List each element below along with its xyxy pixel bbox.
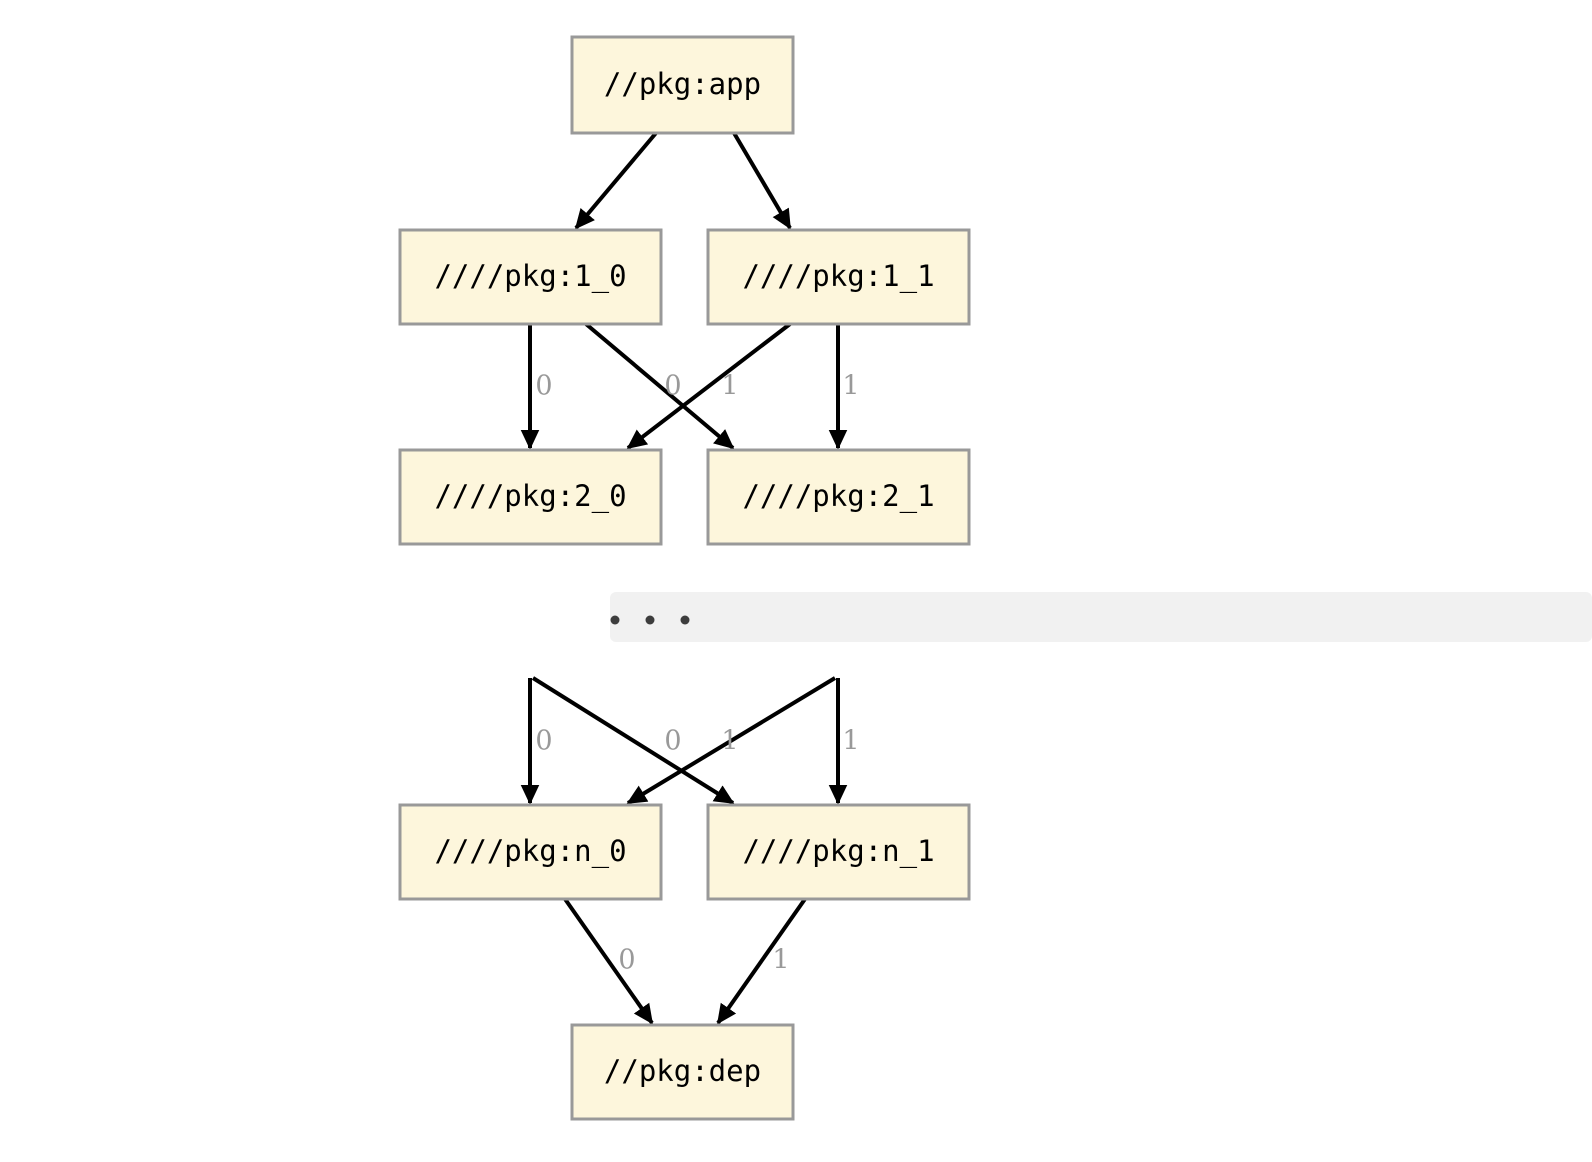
edge-label: 0: [535, 726, 552, 757]
nodes-group: //pkg:app ////pkg:1_0 ////pkg:1_1 ////pkg:2…: [398, 35, 971, 1121]
node-ln_1[interactable]: ////pkg:n_1: [706, 803, 971, 901]
edge-label: 1: [721, 371, 738, 402]
edge-app-to-1_0: [574, 131, 658, 230]
truncation-dot: [645, 615, 655, 625]
node-l1_1[interactable]: ////pkg:1_1: [706, 228, 971, 326]
truncation-dot: [680, 615, 690, 625]
node-app[interactable]: //pkg:app: [570, 35, 795, 135]
node-label: //pkg:app: [604, 67, 761, 101]
truncation-band: [610, 592, 1592, 642]
node-label: ////pkg:1_1: [742, 259, 934, 294]
edge-label: 1: [772, 945, 789, 976]
node-ln_0[interactable]: ////pkg:n_0: [398, 803, 663, 901]
node-label: ////pkg:n_1: [742, 834, 934, 869]
node-box[interactable]: [398, 448, 663, 546]
truncation-dot: [610, 615, 620, 625]
node-label: ////pkg:2_0: [434, 479, 626, 514]
edge-label: 0: [664, 371, 681, 402]
edges-group: [520, 131, 848, 1025]
node-box[interactable]: [706, 448, 971, 546]
node-box[interactable]: [706, 228, 971, 326]
node-box[interactable]: [570, 1023, 795, 1121]
separator-group: [610, 592, 1592, 642]
node-dep[interactable]: //pkg:dep: [570, 1023, 795, 1121]
node-l2_1[interactable]: ////pkg:2_1: [706, 448, 971, 546]
edge-label: 0: [664, 726, 681, 757]
edge-n_0-in-1: [626, 676, 837, 805]
edge-1_1-to-2_0: [626, 322, 792, 450]
node-label: ////pkg:2_1: [742, 479, 934, 514]
node-l2_0[interactable]: ////pkg:2_0: [398, 448, 663, 546]
edge-1_0-to-2_1: [584, 322, 735, 450]
edge-n_0-to-dep: [563, 897, 654, 1025]
node-box[interactable]: [570, 35, 795, 135]
edge-n_1-in-0: [531, 676, 735, 805]
node-label: ////pkg:n_0: [434, 834, 626, 869]
edge-labels-group: 0 0 1 1 0 0 1 1 0 1: [535, 371, 859, 976]
edge-n_1-to-dep: [716, 897, 807, 1025]
edge-label: 0: [535, 371, 552, 402]
node-box[interactable]: [706, 803, 971, 901]
node-l1_0[interactable]: ////pkg:1_0: [398, 228, 663, 326]
node-box[interactable]: [398, 803, 663, 901]
edge-label: 1: [842, 726, 859, 757]
node-box[interactable]: [398, 228, 663, 326]
edge-label: 0: [618, 945, 635, 976]
node-label: ////pkg:1_0: [434, 259, 626, 294]
edge-app-to-1_1: [732, 131, 792, 230]
node-label: //pkg:dep: [604, 1054, 761, 1088]
edge-label: 1: [842, 371, 859, 402]
edge-label: 1: [721, 726, 738, 757]
